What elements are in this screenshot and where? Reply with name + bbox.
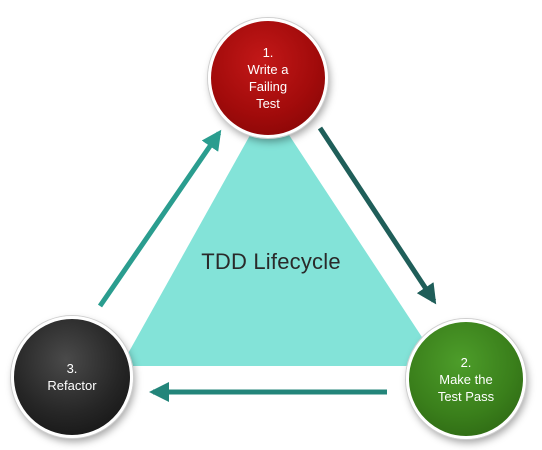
lifecycle-triangle (121, 103, 441, 366)
step-number: 2. (460, 354, 472, 370)
step-make-test-pass: 2. Make the Test Pass (406, 319, 526, 439)
arrow-refactor-to-write (97, 129, 222, 308)
step-label-line: Refactor (47, 378, 97, 393)
step-refactor: 3. Refactor (11, 316, 133, 438)
step-number: 3. (66, 361, 78, 376)
step-label-line: Test (256, 96, 280, 111)
step-label-line: Test Pass (437, 388, 495, 404)
arrow-write-to-pass (317, 126, 437, 305)
step-label-line: Failing (248, 79, 288, 94)
step-number: 1. (262, 45, 274, 60)
diagram-title: TDD Lifecycle (201, 249, 341, 274)
step-label-line: Make the (439, 371, 493, 387)
step-label-line: Write a (247, 62, 289, 77)
step-write-failing-test: 1. Write a Failing Test (208, 18, 328, 138)
